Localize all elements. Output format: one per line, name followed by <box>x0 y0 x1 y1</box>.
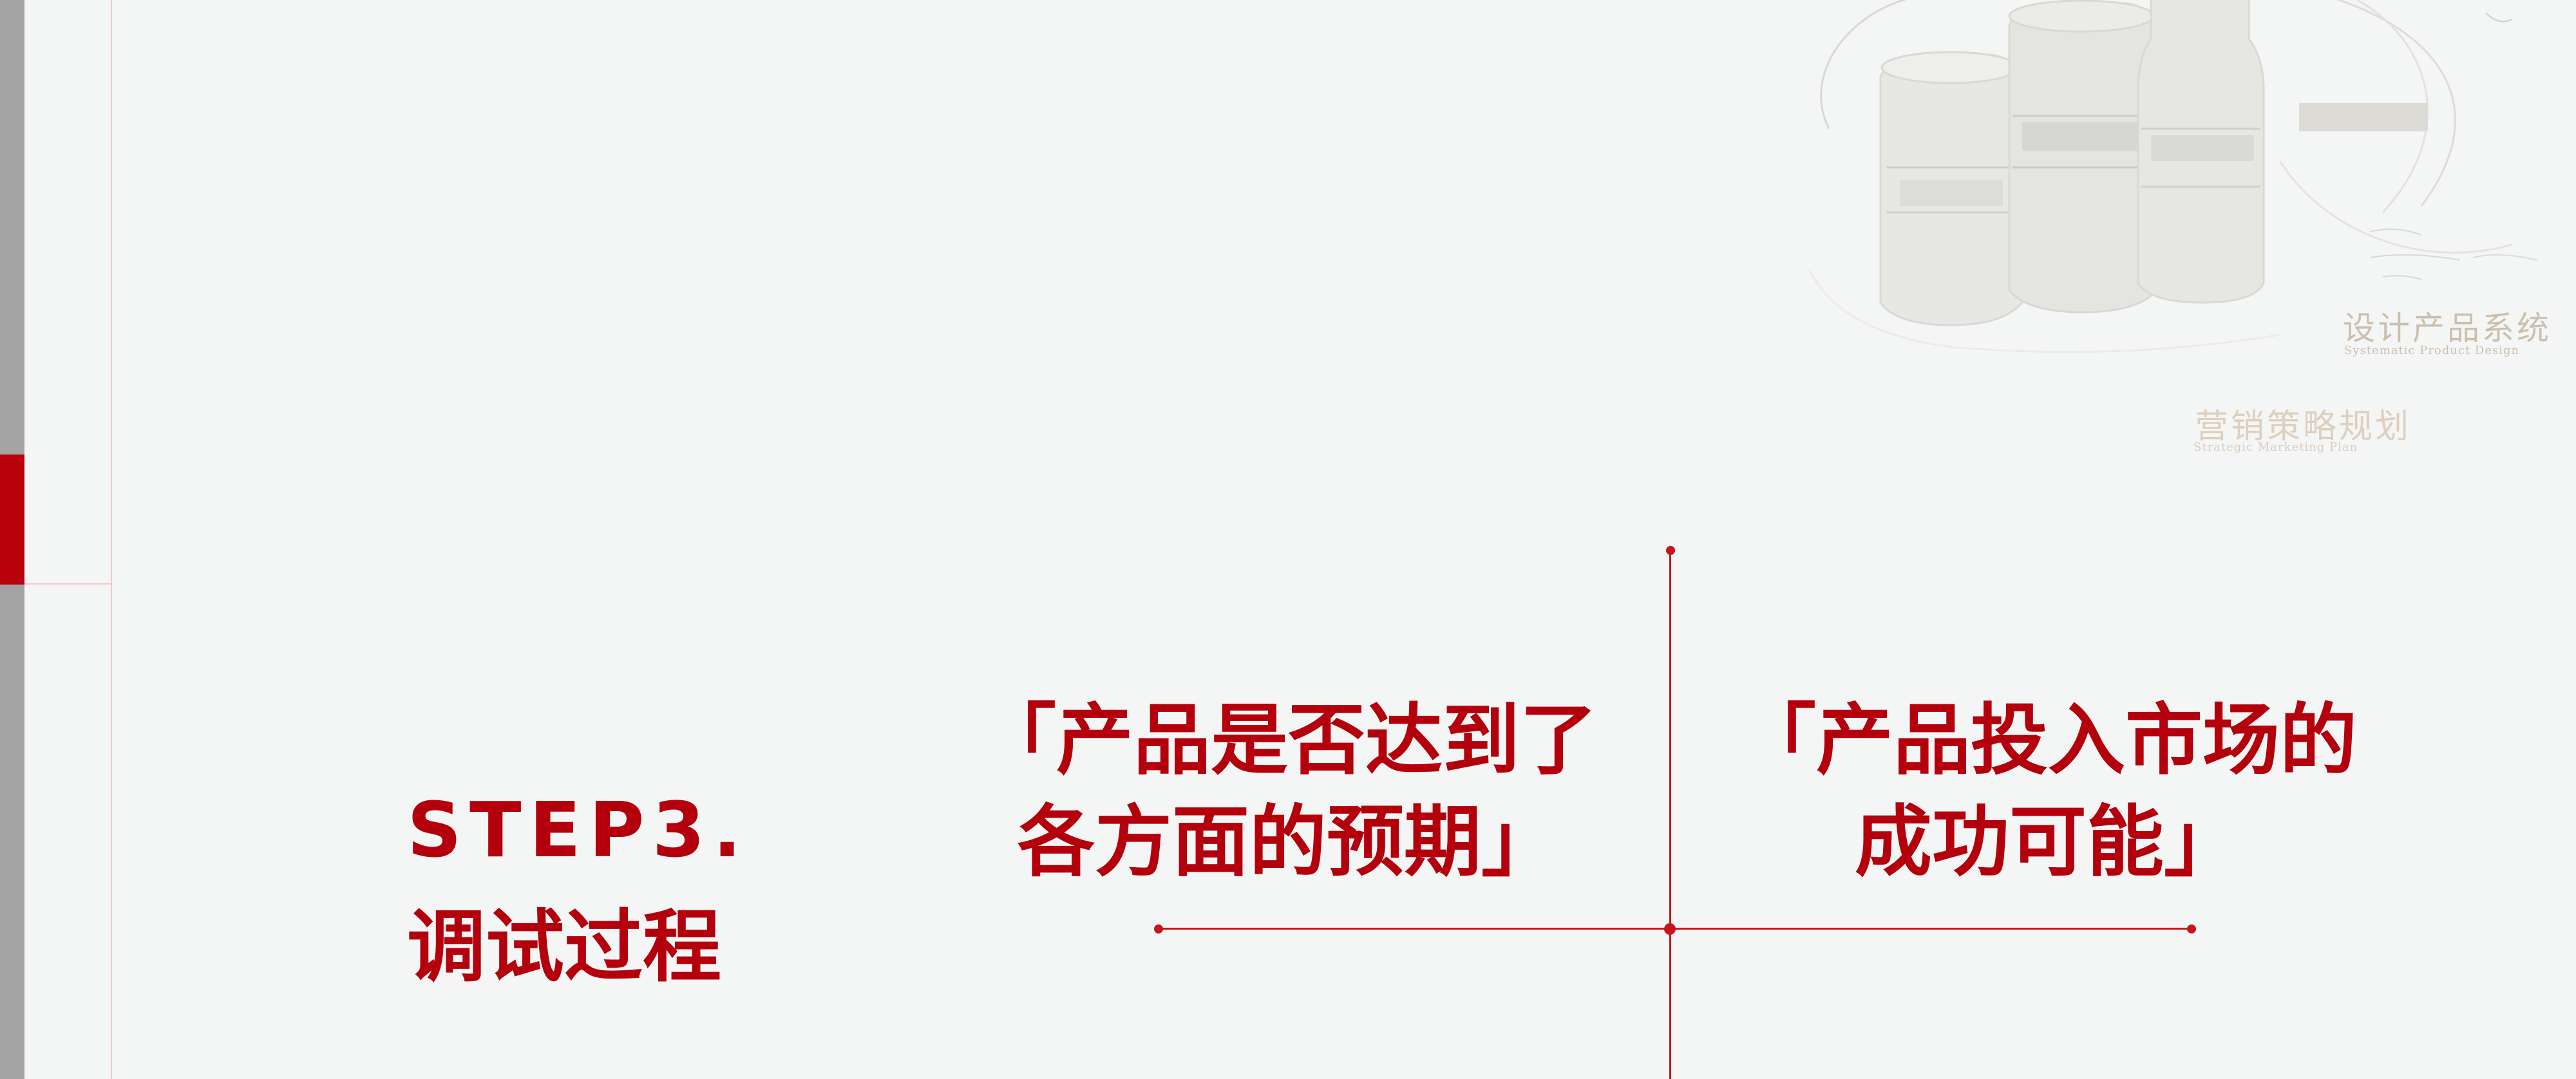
divider-dot-right <box>2187 924 2196 934</box>
divider-dot-center <box>1664 923 1676 935</box>
left-edge-accent <box>0 455 24 585</box>
quote-line: 各方面的预期」 <box>1018 798 1558 887</box>
step-number-heading: STEP3. <box>407 785 750 874</box>
quote-market-success: 「产品投入市场的 成功可能」 <box>1739 690 2357 894</box>
divider-dot-top <box>1666 546 1675 555</box>
sketch-caption-product-design: 设计产品系统 <box>2343 310 2552 347</box>
step-title-heading: 调试过程 <box>407 901 721 993</box>
margin-guide-tick <box>24 583 112 585</box>
divider-vertical-line <box>1669 550 1671 1079</box>
divider-dot-left <box>1154 924 1163 934</box>
margin-guide-line <box>111 0 112 1079</box>
sketch-caption-product-design-en: Systematic Product Design <box>2344 344 2520 357</box>
product-sketch-illustration <box>1790 0 2576 464</box>
quote-product-expectations: 「产品是否达到了 各方面的预期」 <box>979 690 1597 894</box>
quote-line: 成功可能」 <box>1855 798 2241 887</box>
sketch-caption-marketing-plan: 营销策略规划 <box>2195 408 2412 446</box>
quote-line: 「产品是否达到了 <box>979 696 1597 785</box>
sketch-caption-marketing-plan-en: Strategic Marketing Plan <box>2193 440 2358 454</box>
quote-line: 「产品投入市场的 <box>1739 696 2357 785</box>
